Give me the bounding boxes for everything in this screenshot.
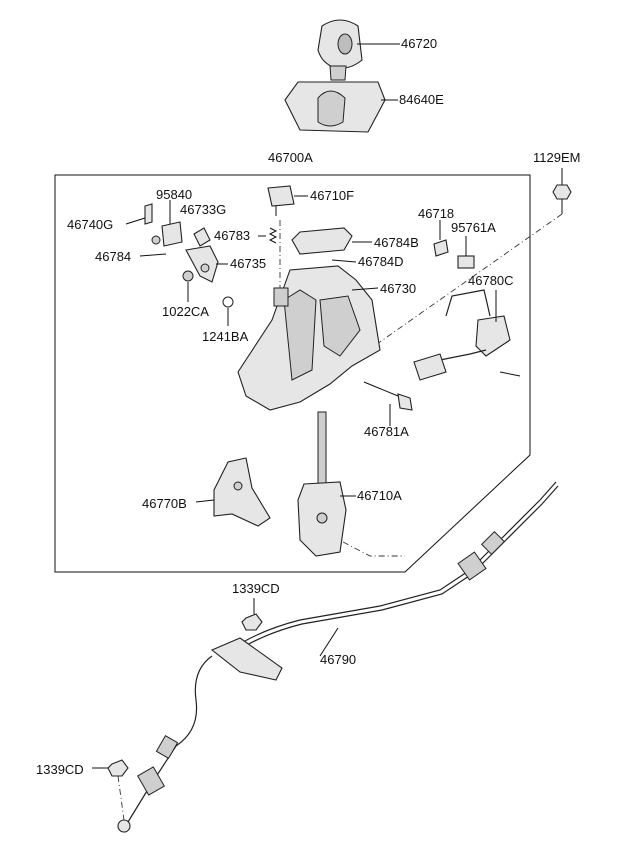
solenoid-95840	[151, 200, 183, 247]
label-46783: 46783	[214, 228, 251, 243]
label-46730: 46730	[380, 281, 417, 296]
clip-1022CA	[182, 270, 194, 302]
ring-1241BA	[222, 296, 234, 326]
connector-46710F	[267, 185, 308, 216]
label-84640E: 84640E	[399, 92, 444, 107]
bolt-1129EM	[552, 168, 572, 214]
label-95761A: 95761A	[451, 220, 496, 235]
label-46784: 46784	[95, 249, 132, 264]
label-1339CD-top: 1339CD	[232, 581, 280, 596]
label-46718: 46718	[418, 206, 455, 221]
nut-1339CD-bottom	[92, 759, 129, 821]
label-46784B: 46784B	[374, 235, 419, 250]
label-46784D: 46784D	[358, 254, 404, 269]
label-95840: 95840	[156, 187, 193, 202]
label-1339CD-bottom: 1339CD	[36, 762, 84, 777]
rod-46781A	[363, 381, 413, 426]
part-46740G	[125, 203, 153, 225]
cover-46784B	[291, 227, 372, 255]
label-46720: 46720	[401, 36, 438, 51]
label-46780C: 46780C	[468, 273, 514, 288]
label-46781A: 46781A	[364, 424, 409, 439]
shifter-body-46730	[237, 265, 381, 411]
label-46710A: 46710A	[357, 488, 402, 503]
shift-knob-46720	[317, 19, 400, 81]
lever-46735	[185, 245, 228, 283]
boot-plate-84640E	[284, 81, 398, 133]
label-1129EM: 1129EM	[533, 150, 581, 165]
label-1241BA: 1241BA	[202, 329, 249, 344]
pin-46784	[139, 253, 167, 257]
label-1022CA: 1022CA	[162, 304, 209, 319]
label-46733G: 46733G	[180, 202, 227, 217]
lever-assembly-46710A	[297, 411, 356, 557]
label-46790: 46790	[320, 652, 357, 667]
nut-1339CD-top	[241, 598, 263, 631]
part-46718	[433, 220, 449, 257]
assembly-frame	[54, 174, 531, 573]
label-46710F: 46710F	[310, 188, 355, 203]
bracket-46770B	[195, 457, 271, 527]
harness-46780C	[413, 289, 521, 381]
connector-95761A	[457, 236, 475, 269]
label-46735: 46735	[230, 256, 267, 271]
label-46740G: 46740G	[67, 217, 114, 232]
cable-46790	[117, 481, 559, 833]
pin-46784D	[331, 259, 357, 263]
label-46700A: 46700A	[268, 150, 313, 165]
spring-46783	[258, 227, 278, 244]
label-46770B: 46770B	[142, 496, 187, 511]
part-46733G	[193, 227, 211, 247]
